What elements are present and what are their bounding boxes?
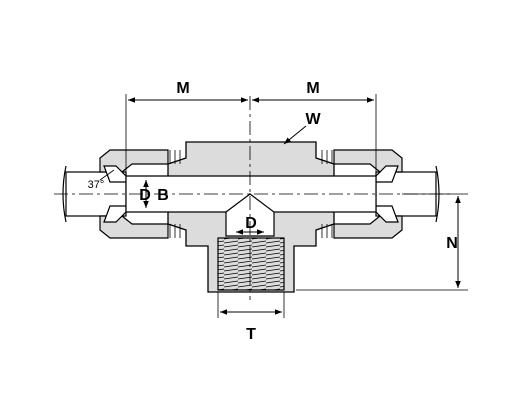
- w-leader: [283, 125, 307, 145]
- end-threads: [169, 150, 333, 238]
- pipe-thread: [217, 237, 285, 291]
- extension-lines: [125, 94, 468, 318]
- label-m-left: M: [176, 80, 189, 97]
- centerlines: [54, 96, 450, 300]
- label-t: T: [246, 326, 256, 343]
- label-m-right: M: [306, 80, 319, 97]
- label-angle: 37°: [88, 179, 105, 191]
- label-d-left: D: [139, 187, 151, 204]
- label-n: N: [446, 235, 458, 252]
- left-nut: [99, 149, 169, 239]
- label-d-center: D: [245, 215, 257, 232]
- label-b: B: [157, 187, 169, 204]
- angle-leader: [99, 169, 115, 181]
- label-w: W: [305, 111, 321, 128]
